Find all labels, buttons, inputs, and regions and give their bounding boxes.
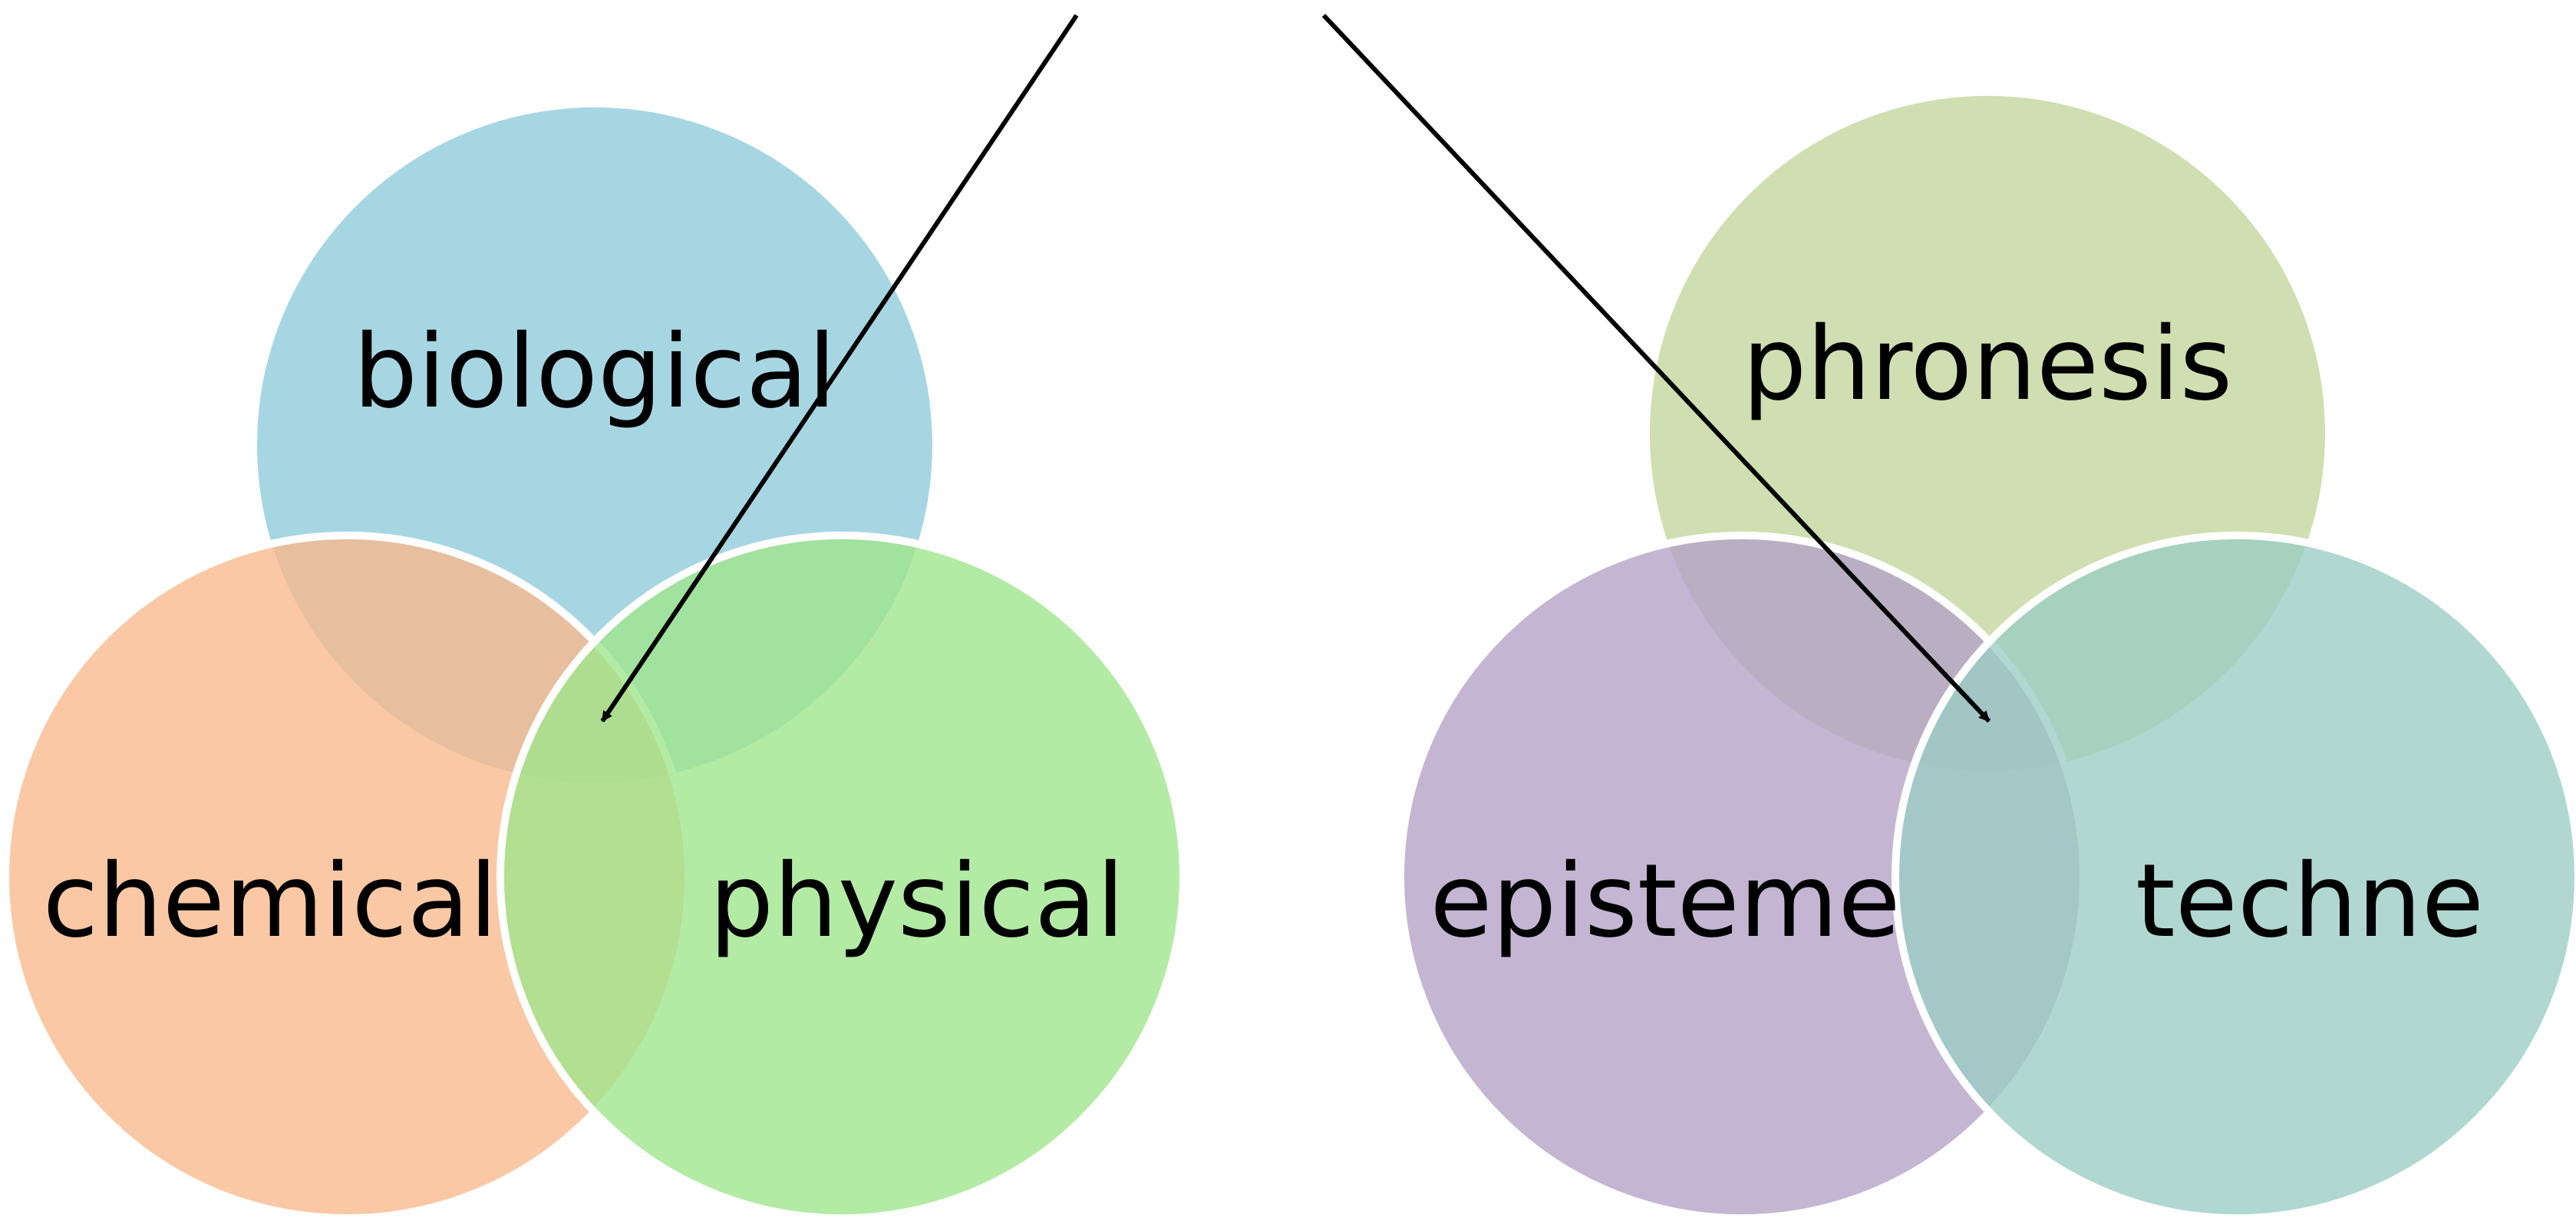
episteme-label: episteme xyxy=(1430,842,1900,960)
left-arrow xyxy=(600,14,1079,723)
left-venn-diagram: biological chemical physical xyxy=(2,100,1187,1222)
right-venn-diagram: phronesis episteme techne xyxy=(1397,88,2576,1222)
right-arrow xyxy=(1321,13,1991,723)
phronesis-label: phronesis xyxy=(1743,305,2233,423)
physical-label: physical xyxy=(709,842,1124,960)
biological-label: biological xyxy=(353,313,836,431)
chemical-label: chemical xyxy=(43,842,498,960)
techne-circle xyxy=(1892,532,2576,1222)
physical-circle xyxy=(496,532,1187,1222)
techne-label: techne xyxy=(2136,842,2484,960)
